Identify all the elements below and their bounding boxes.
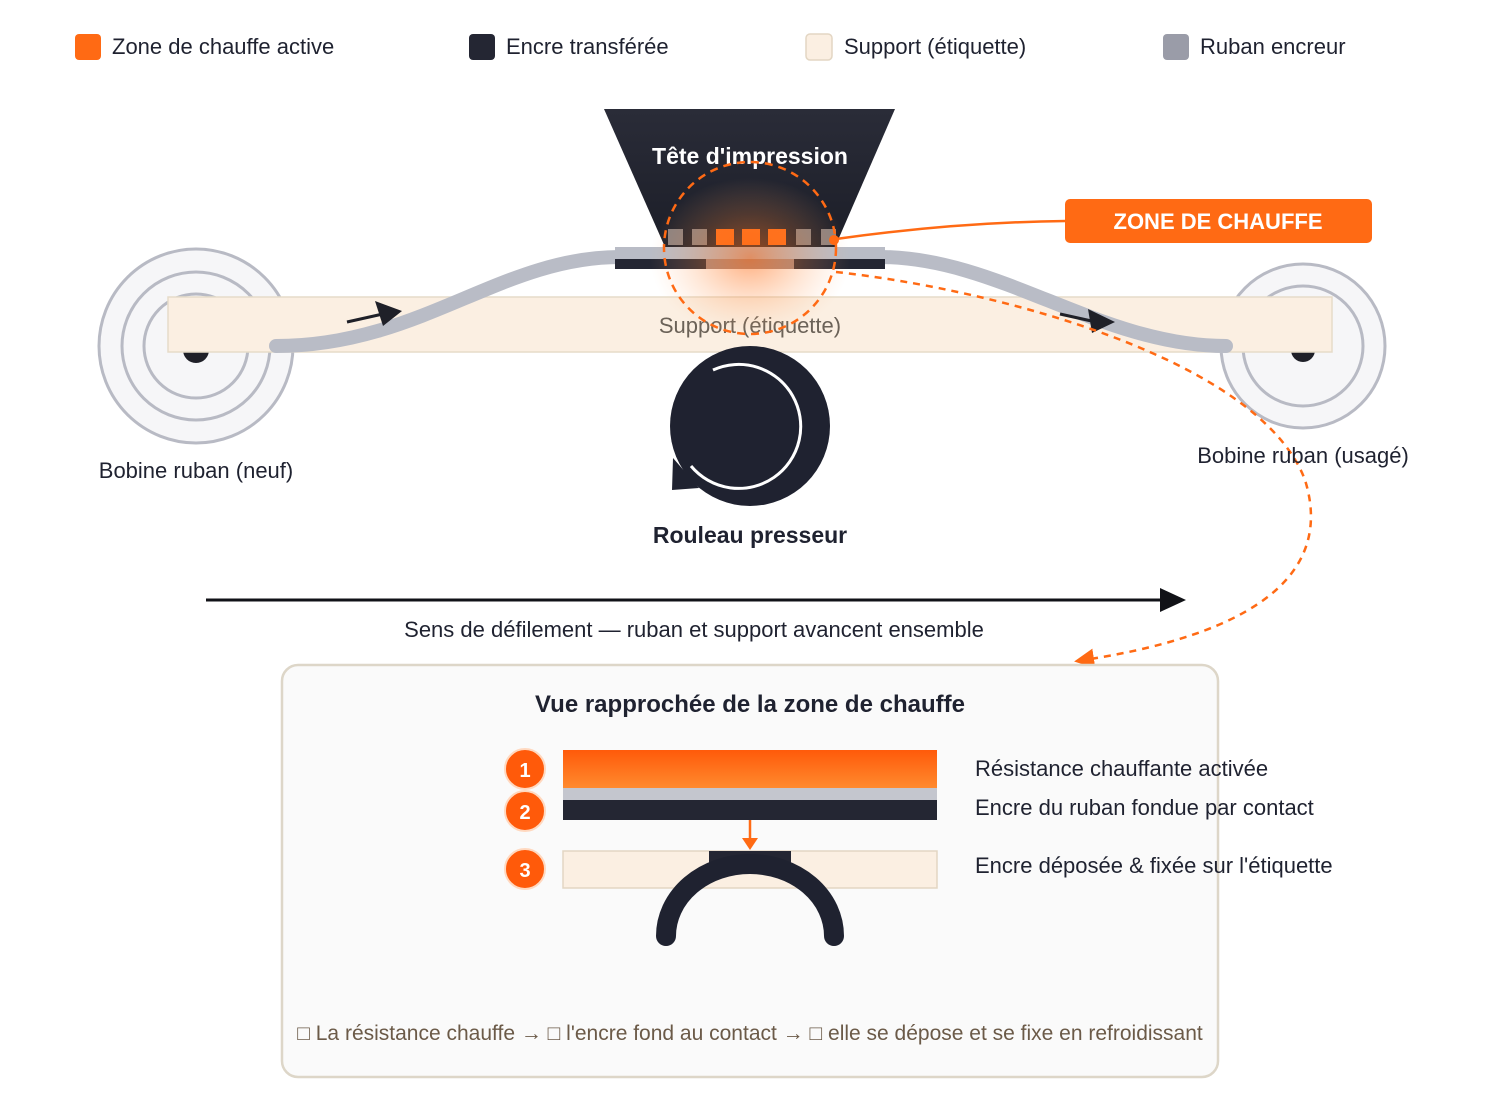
step-text: Encre du ruban fondue par contact — [975, 795, 1314, 820]
legend-item-ribbon: Ruban encreur — [1163, 34, 1346, 60]
legend-item-substrate: Support (étiquette) — [805, 33, 1026, 61]
arrow-right-icon — [1160, 588, 1186, 612]
heat-zone-badge — [1065, 199, 1372, 243]
step-number: 1 — [519, 760, 530, 782]
heat-zone-highlight — [662, 160, 838, 336]
orange-square-icon — [75, 34, 101, 60]
cream-square-icon — [805, 33, 833, 61]
legend: Zone de chauffe active Encre transférée … — [75, 33, 1346, 61]
step-3: 3 Encre déposée & fixée sur l'étiquette — [504, 848, 1333, 890]
supply-spool-label: Bobine ruban (neuf) — [99, 458, 293, 483]
step-1: 1 Résistance chauffante activée — [504, 748, 1268, 790]
heat-zone-callout: ZONE DE CHAUFFE — [829, 199, 1372, 245]
heat-zone-badge-text: ZONE DE CHAUFFE — [1114, 209, 1323, 234]
step-text: Encre déposée & fixée sur l'étiquette — [975, 853, 1333, 878]
rotation-arrow-icon — [689, 362, 803, 490]
closeup-panel: Vue rapprochée de la zone de chauffe 1 R… — [280, 663, 1333, 1079]
closeup-footer: □ La résistance chauffe → □ l'encre fond… — [297, 1022, 1203, 1045]
printhead-label: Tête d'impression — [652, 143, 848, 169]
ink-layer — [563, 800, 937, 820]
closeup-roller — [656, 854, 844, 946]
legend-label: Encre transférée — [506, 34, 669, 59]
transfer-arrow-icon — [742, 838, 758, 850]
pressure-roller — [670, 346, 830, 506]
direction-label: Sens de défilement — ruban et support av… — [404, 617, 984, 642]
ribbon-direction-arrows — [346, 301, 1115, 333]
ribbon-layer — [563, 788, 937, 800]
grey-square-icon — [1163, 34, 1189, 60]
dark-square-icon — [469, 34, 495, 60]
heat-glow — [650, 178, 850, 338]
travel-direction — [206, 588, 1186, 612]
step-text: Résistance chauffante activée — [975, 756, 1268, 781]
legend-label: Support (étiquette) — [844, 34, 1026, 59]
legend-label: Ruban encreur — [1200, 34, 1346, 59]
step-2: 2 Encre du ruban fondue par contact — [504, 790, 1314, 832]
roller-label: Rouleau presseur — [653, 522, 847, 548]
takeup-spool-label: Bobine ruban (usagé) — [1197, 443, 1409, 468]
rotation-arrowhead-icon — [672, 458, 699, 490]
legend-label: Zone de chauffe active — [112, 34, 334, 59]
step-number: 2 — [519, 802, 530, 824]
heater-layer — [563, 750, 937, 788]
legend-item-ink: Encre transférée — [469, 34, 669, 60]
step-number: 3 — [519, 860, 530, 882]
closeup-title: Vue rapprochée de la zone de chauffe — [535, 691, 965, 718]
legend-item-heat-zone: Zone de chauffe active — [75, 34, 334, 60]
